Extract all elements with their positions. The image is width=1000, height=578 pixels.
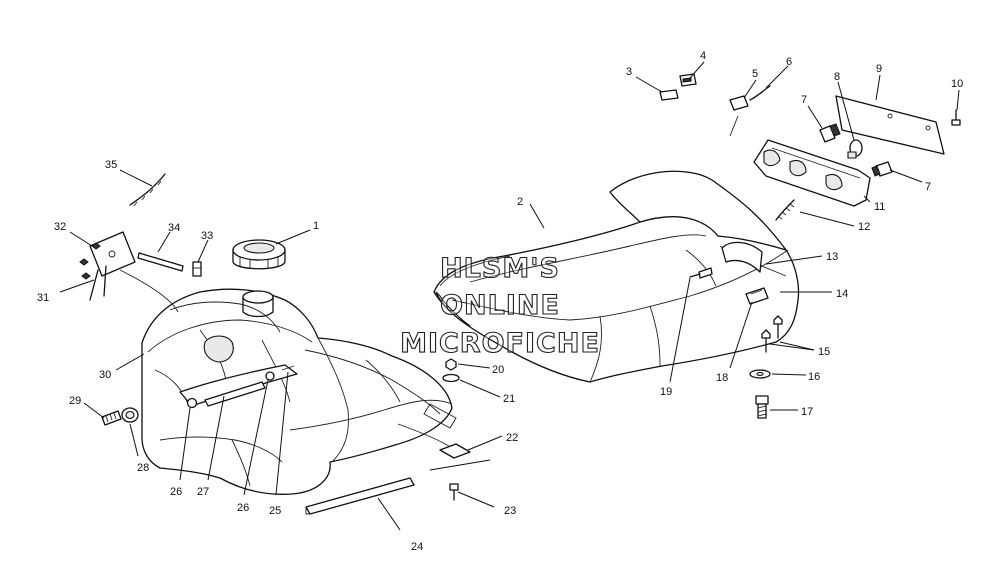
callout-2: 2	[517, 196, 523, 208]
callout-14: 14	[836, 288, 848, 300]
callout-20: 20	[492, 364, 504, 376]
seat-washer	[749, 369, 771, 379]
vent-line	[129, 173, 166, 207]
seat-bracket	[721, 241, 763, 273]
drain-fitting	[101, 407, 139, 426]
fuel-pickup	[89, 231, 179, 313]
callout-3: 3	[626, 66, 632, 78]
fuel-cap	[232, 239, 286, 270]
callout-labels: 1 2 3 4 5 6 7 7 8 9 10 11 12 13 14 15 16…	[37, 50, 963, 553]
callout-19: 19	[660, 386, 672, 398]
vent-hose	[137, 252, 184, 272]
bulb	[847, 139, 863, 159]
callout-13: 13	[826, 251, 838, 263]
license-bracket	[659, 73, 771, 137]
callout-1: 1	[313, 220, 319, 232]
watermark: HLSM'S ONLINE MICROFICHE	[400, 252, 600, 359]
callout-7-upper: 7	[801, 94, 807, 106]
tail-light-housing	[753, 139, 871, 207]
callout-12: 12	[858, 221, 870, 233]
callout-26-right: 26	[237, 502, 249, 514]
callout-18: 18	[716, 372, 728, 384]
callout-26-left: 26	[170, 486, 182, 498]
lens-panel	[835, 95, 945, 155]
seat-bolt	[755, 395, 769, 419]
callout-7-lower: 7	[925, 181, 931, 193]
callout-32: 32	[54, 221, 66, 233]
callout-6: 6	[786, 56, 792, 68]
callout-35: 35	[105, 159, 117, 171]
bulb-socket-left	[819, 123, 841, 143]
callout-25: 25	[269, 505, 281, 517]
tank-bracket	[305, 477, 415, 515]
watermark-line-2: ONLINE	[440, 290, 560, 321]
leader-lines	[59, 61, 960, 531]
callout-9: 9	[876, 63, 882, 75]
filler-neck	[242, 290, 274, 318]
callout-28: 28	[137, 462, 149, 474]
callout-31: 31	[37, 292, 49, 304]
callout-27: 27	[197, 486, 209, 498]
callout-23: 23	[504, 505, 516, 517]
vent-fittings	[79, 242, 101, 280]
seat-screws	[689, 267, 783, 353]
callout-33: 33	[201, 230, 213, 242]
seat	[433, 170, 800, 383]
seat-latch	[745, 287, 769, 305]
callout-22: 22	[506, 432, 518, 444]
watermark-line-1: HLSM'S	[440, 253, 560, 284]
callout-24: 24	[411, 541, 423, 553]
callout-5: 5	[752, 68, 758, 80]
callout-8: 8	[834, 71, 840, 83]
tank-mount-hardware	[439, 358, 471, 501]
callout-10: 10	[951, 78, 963, 90]
callout-4: 4	[700, 50, 706, 62]
callout-15: 15	[818, 346, 830, 358]
callout-30: 30	[99, 369, 111, 381]
callout-29: 29	[69, 395, 81, 407]
callout-34: 34	[168, 222, 180, 234]
callout-11: 11	[874, 201, 885, 213]
wire-harness	[775, 199, 795, 221]
callout-21: 21	[503, 393, 515, 405]
hose-clamp	[192, 261, 202, 277]
lens-screw	[951, 109, 961, 126]
callout-17: 17	[801, 406, 813, 418]
callout-16: 16	[808, 371, 820, 383]
bulb-socket-right	[871, 161, 893, 177]
fuel-strap	[179, 364, 298, 409]
watermark-line-3: MICROFICHE	[400, 328, 600, 359]
